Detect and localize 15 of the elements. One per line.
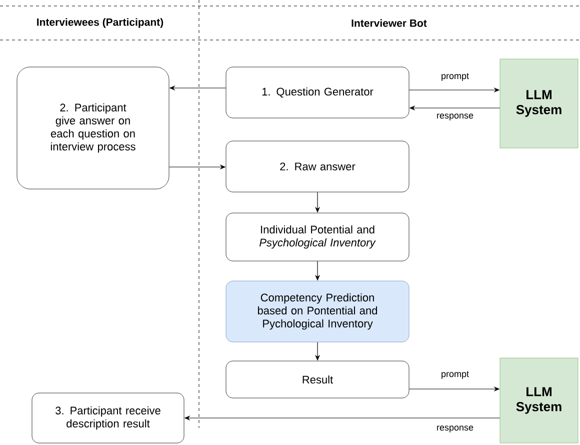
system-box: LLM System: [500, 358, 578, 444]
column-heading: Interviewees (Participant): [37, 18, 164, 28]
edge-label: prompt: [440, 72, 470, 82]
process-box: 3. Participant receive description result: [32, 392, 184, 444]
edge-label: response: [436, 112, 475, 122]
process-box: 2. Raw answer: [226, 140, 410, 192]
edge-label: prompt: [440, 370, 470, 380]
process-box: Competency Prediction based on Pontential and Pychological Inventory: [226, 280, 410, 342]
edge-label: response: [436, 424, 475, 434]
process-box: 1. Question Generator: [226, 66, 410, 118]
system-box: LLM System: [500, 58, 578, 148]
process-box: Individual Potential and Psychological Inventory: [226, 212, 410, 262]
column-heading: Interviewer Bot: [352, 19, 427, 27]
process-box: Result: [226, 360, 410, 398]
process-box: 2. Participant give answer on each question on interview process: [16, 66, 170, 190]
